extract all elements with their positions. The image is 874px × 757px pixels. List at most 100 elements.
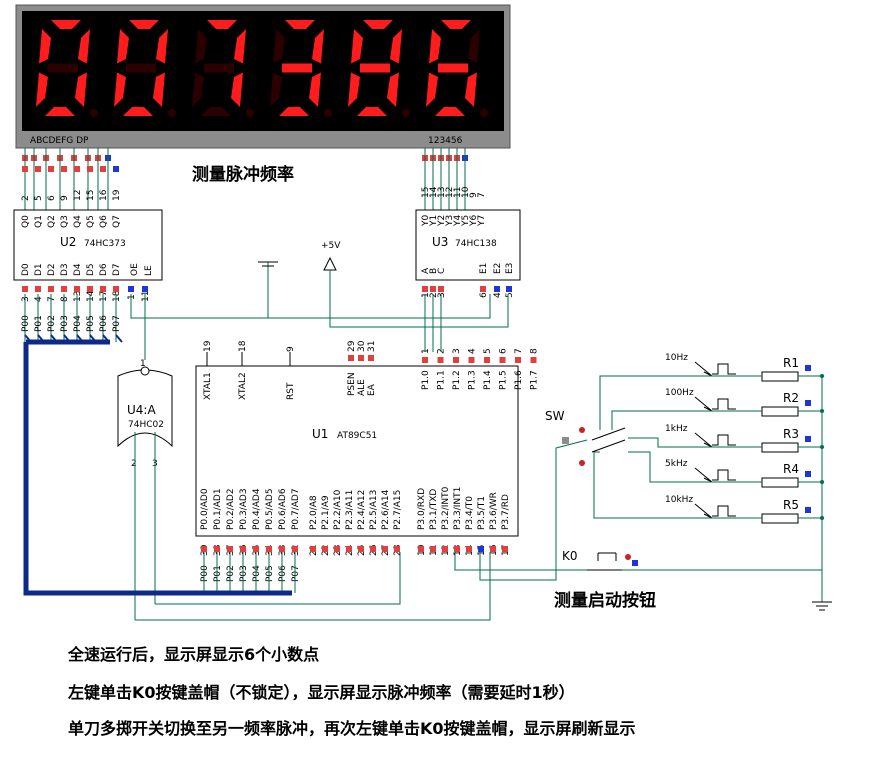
segment-b [156, 29, 168, 64]
segment-g [438, 63, 468, 73]
u2-q-pin-label: Q6 [99, 215, 109, 228]
u4-ref: U4:A [127, 403, 156, 417]
rotary-switch[interactable] [579, 427, 626, 466]
u2-q-marker [87, 166, 93, 172]
decimal-point [324, 109, 332, 117]
u2-q-marker [61, 166, 67, 172]
u1-top-pin-label: XTAL1 [203, 372, 213, 400]
segment-b [234, 29, 246, 64]
u3-y-pin-num: 7 [477, 192, 487, 198]
u3-y-pin-num: 13 [437, 187, 447, 198]
u1-p3-pin-label: P3.6/WR [489, 492, 499, 530]
resistor-label: R3 [783, 427, 799, 441]
decimal-point [480, 109, 488, 117]
u2-q-pin-num: 19 [112, 189, 122, 201]
u1-part: AT89C51 [337, 431, 377, 441]
u2-d-pin-num: 3 [21, 296, 31, 302]
u1-chip-body[interactable] [195, 365, 519, 537]
u1-pins: XTAL119XTAL218RST9PSEN29ALE30EA31P1.01P1… [200, 340, 540, 593]
u2-bus-label: P04 [73, 315, 83, 332]
u1-p0-marker [214, 546, 220, 552]
u1-ctrl-marker [358, 355, 364, 361]
ground-symbol-bottom [812, 376, 832, 611]
u3-in-marker [494, 286, 500, 292]
segment-pins-label: ABCDEFG DP [30, 136, 89, 146]
u3-in-marker [422, 286, 428, 292]
u1-p0-marker [240, 546, 246, 552]
button-pin-marker [632, 560, 638, 566]
u1-p0-pin-label: P0.4/AD4 [252, 488, 262, 530]
u2-q-pin-num: 5 [34, 195, 44, 201]
u3-in-marker [430, 286, 436, 292]
p1-to-u3-wires [424, 294, 442, 352]
k0-pushbutton[interactable] [587, 552, 622, 571]
u1-p0-bus-label: P05 [265, 565, 275, 582]
throw-wire-4 [628, 451, 736, 483]
segment-c [387, 72, 399, 107]
segment-d [201, 107, 231, 116]
button-cap[interactable] [625, 554, 631, 560]
u2-d-pin-label: D6 [99, 263, 109, 276]
square-wave-icon [712, 505, 736, 517]
u1-p0-bus-label: P02 [226, 565, 236, 582]
u2-part: 74HC373 [84, 239, 126, 249]
u4-part: 74HC02 [128, 420, 164, 430]
bus-tap [37, 334, 45, 343]
note-line-3: 单刀多掷开关切换至另一频率脉冲，再次左键单击K0按键盖帽，显示屏刷新显示 [68, 719, 636, 738]
u3-in-pin-label: E1 [479, 263, 489, 274]
u1-p2-marker [310, 546, 316, 552]
u1-p0-pin-label: P0.6/AD6 [278, 488, 288, 530]
segment-f [39, 29, 51, 64]
u2-oe-num: 1 [127, 294, 137, 300]
resistor-pin-marker [805, 507, 811, 513]
u1-p2-marker [334, 546, 340, 552]
u1-p0-pin-label: P0.7/AD7 [291, 488, 301, 530]
u2-chip-body[interactable] [13, 209, 163, 281]
u3-in-pin-label: E3 [505, 263, 515, 274]
source-arrow [694, 361, 713, 377]
u4-out-num: 1 [140, 359, 146, 369]
u1-p2-pin-label: P2.6/A14 [381, 489, 391, 530]
segment-f [195, 29, 207, 64]
u1-p3-pin-label: P3.3/INT1 [453, 487, 463, 530]
u1-top-pin-num: 19 [203, 340, 213, 352]
u3-y-pin-label: Y3 [445, 215, 455, 227]
u1-p1-pin-num: 6 [499, 348, 509, 354]
resistor-body [761, 477, 799, 488]
u1-p1-marker [453, 357, 459, 363]
u2-d-pin-num: 18 [112, 290, 122, 302]
u2-d-pin-label: D3 [60, 263, 70, 276]
u1-p0-marker [266, 546, 272, 552]
u1-p0-pin-label: P0.2/AD2 [226, 488, 236, 530]
source-arrow [694, 467, 713, 483]
u2-q-marker [74, 166, 80, 172]
u1-p3-pin-label: P3.4/T0 [465, 496, 475, 530]
bus-tap [102, 334, 110, 343]
u3-y-pin-label: Y4 [453, 215, 463, 227]
u1-p1-marker [515, 357, 521, 363]
u2-d-marker [48, 286, 54, 292]
u3-y-pin-label: Y0 [421, 215, 431, 227]
u1-ctrl-marker [348, 355, 354, 361]
u4-output-bubble [140, 366, 150, 376]
u2-oe-label: OE [130, 263, 140, 276]
u2-q-marker [113, 166, 119, 172]
segment-g [48, 63, 78, 73]
wire-int0-button [454, 552, 587, 571]
u4-nor-gate[interactable] [117, 369, 173, 448]
u1-p0-pin-label: P0.1/AD1 [213, 488, 223, 530]
display-pins [22, 148, 468, 210]
throw-wire-2 [611, 410, 736, 430]
u1-p2-marker [394, 546, 400, 552]
wire-nor-to-wr [135, 552, 491, 621]
u2-q-pin-num: 16 [99, 189, 109, 201]
u1-p2-pin-label: P2.2/A10 [333, 489, 343, 530]
u3-in-marker [506, 286, 512, 292]
u3-chip-body[interactable] [415, 209, 521, 281]
